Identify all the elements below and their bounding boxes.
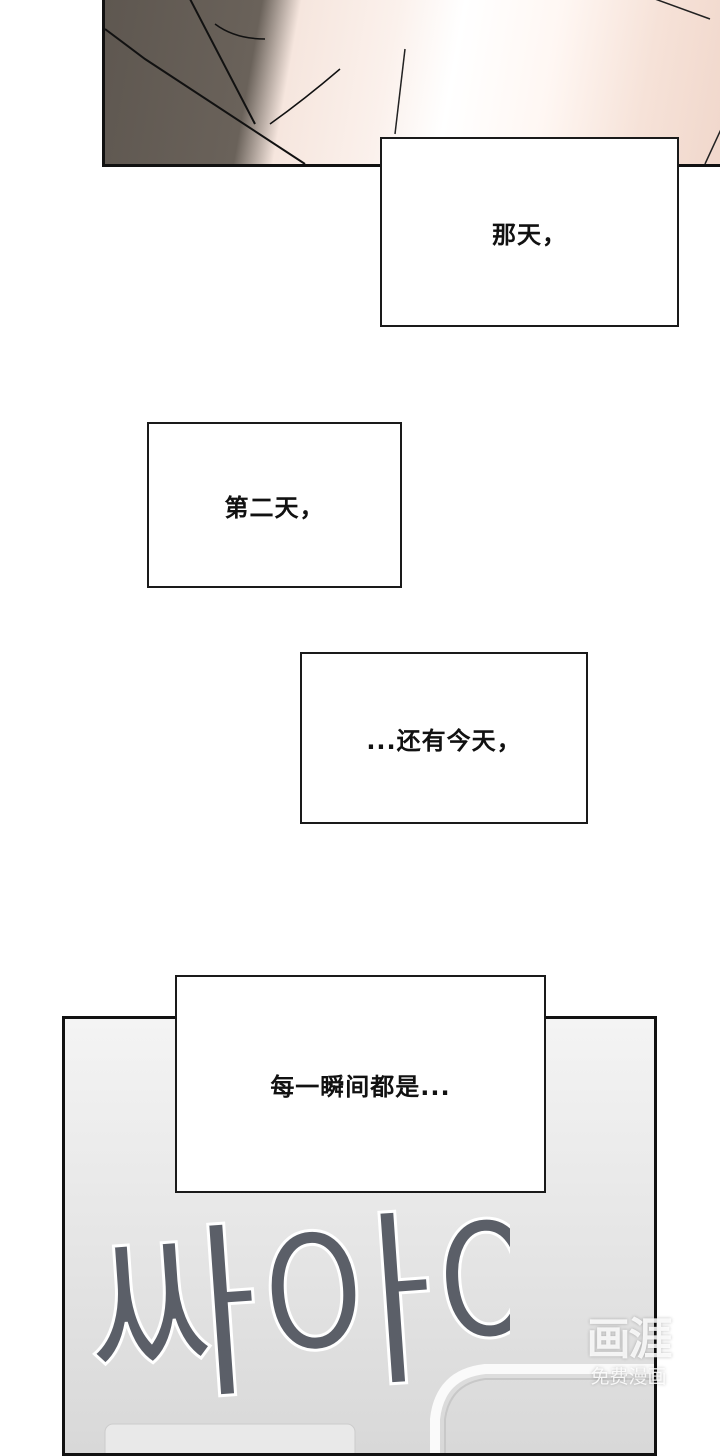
sound-effect-lettering: 싸아아 <box>90 1176 510 1436</box>
watermark: 画涯 免费漫画 <box>566 1316 691 1390</box>
caption-text: 每一瞬间都是... <box>270 1072 451 1101</box>
caption-text: 那天， <box>492 220 567 249</box>
panel-artwork-lines <box>105 0 720 164</box>
caption-box: 那天， <box>380 137 679 327</box>
caption-box: 每一瞬间都是... <box>175 975 546 1193</box>
caption-box: ...还有今天， <box>300 652 588 824</box>
caption-text: ...还有今天， <box>366 726 522 755</box>
caption-box: 第二天， <box>147 422 402 588</box>
sound-effect-text: 싸아아 <box>90 1178 510 1435</box>
watermark-tagline: 免费漫画 <box>590 1366 667 1388</box>
caption-text: 第二天， <box>224 493 325 522</box>
watermark-logo: 画涯 <box>586 1314 673 1365</box>
